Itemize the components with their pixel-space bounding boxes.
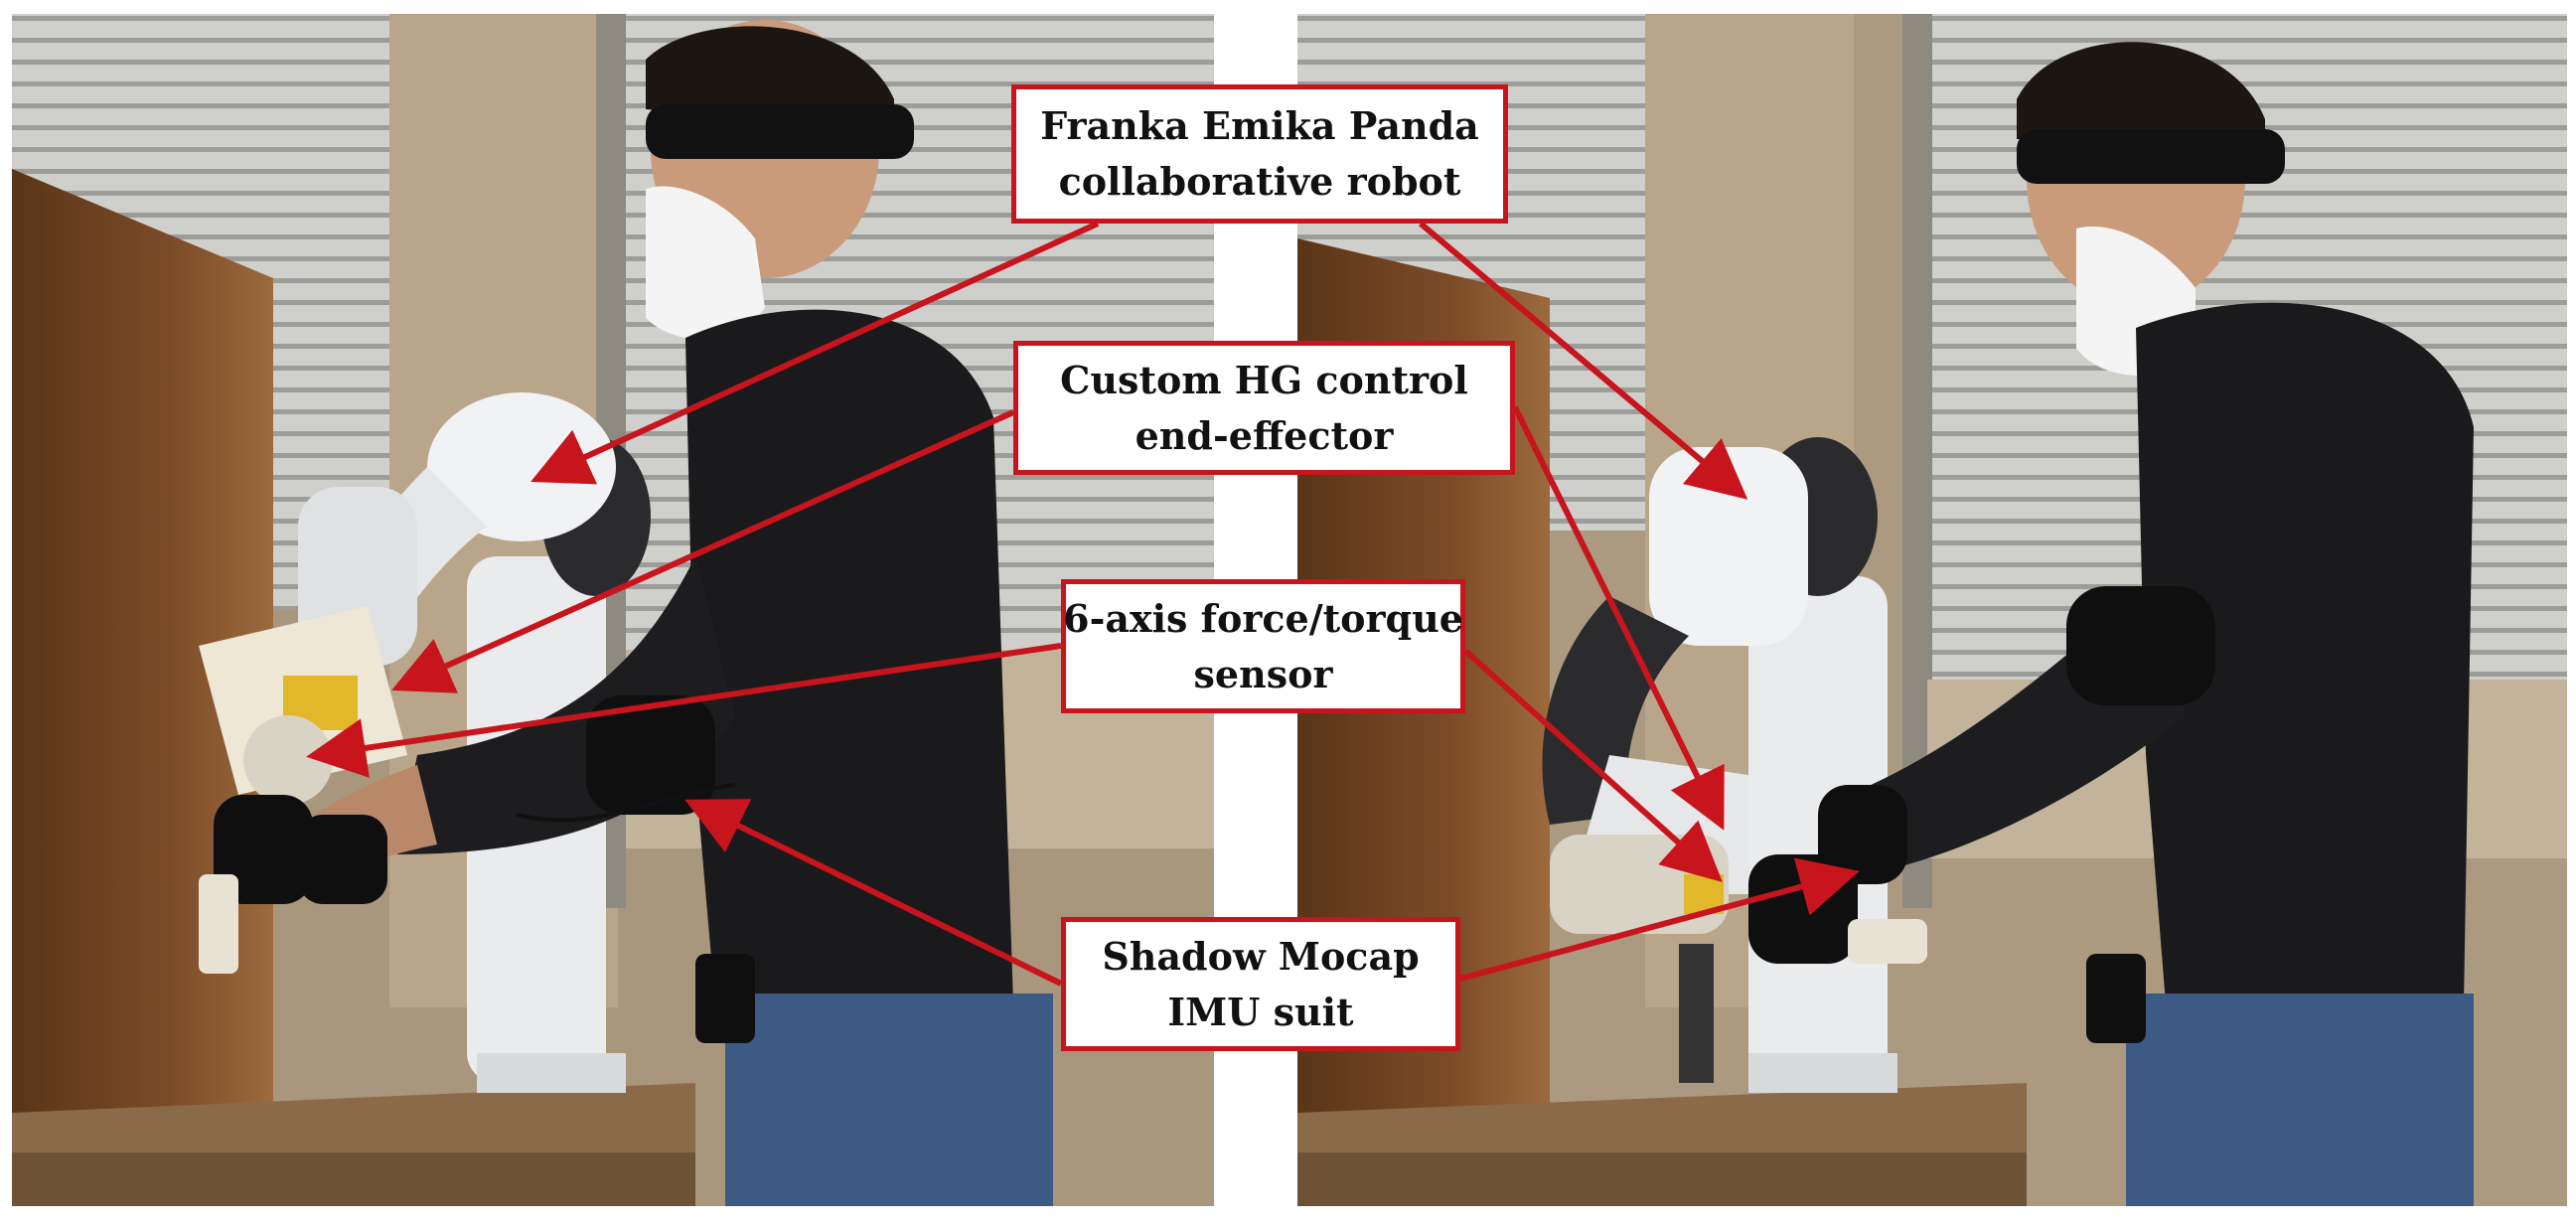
arrow-end-effector-left <box>391 409 1015 693</box>
label-sensor: 6-axis force/torque sensor <box>1061 579 1465 713</box>
label-end-effector-line1: Custom HG control <box>1060 357 1468 402</box>
jeans <box>725 994 1053 1206</box>
label-end-effector: Custom HG control end-effector <box>1013 341 1515 475</box>
label-sensor-line2: sensor <box>1193 651 1333 696</box>
arrow-imu-left <box>684 799 1063 987</box>
arrow-robot-left <box>530 221 1100 485</box>
label-imu-line1: Shadow Mocap <box>1102 933 1420 979</box>
label-robot-line2: collaborative robot <box>1058 159 1461 204</box>
person <box>199 20 1053 1206</box>
arrow-end-effector-right <box>1512 405 1725 831</box>
jeans <box>2126 994 2474 1206</box>
arrow-sensor-right <box>1462 648 1723 883</box>
label-robot-line1: Franka Emika Panda <box>1040 103 1479 148</box>
label-imu-line2: IMU suit <box>1167 989 1354 1034</box>
arrow-imu-right <box>1459 857 1860 982</box>
label-robot: Franka Emika Panda collaborative robot <box>1011 84 1508 224</box>
arrow-sensor-left <box>306 643 1062 778</box>
annotation-arrows <box>306 221 1860 987</box>
arrow-robot-right <box>1419 221 1748 500</box>
label-end-effector-line2: end-effector <box>1135 412 1394 458</box>
label-imu: Shadow Mocap IMU suit <box>1061 917 1460 1051</box>
label-sensor-line1: 6-axis force/torque <box>1063 595 1463 641</box>
